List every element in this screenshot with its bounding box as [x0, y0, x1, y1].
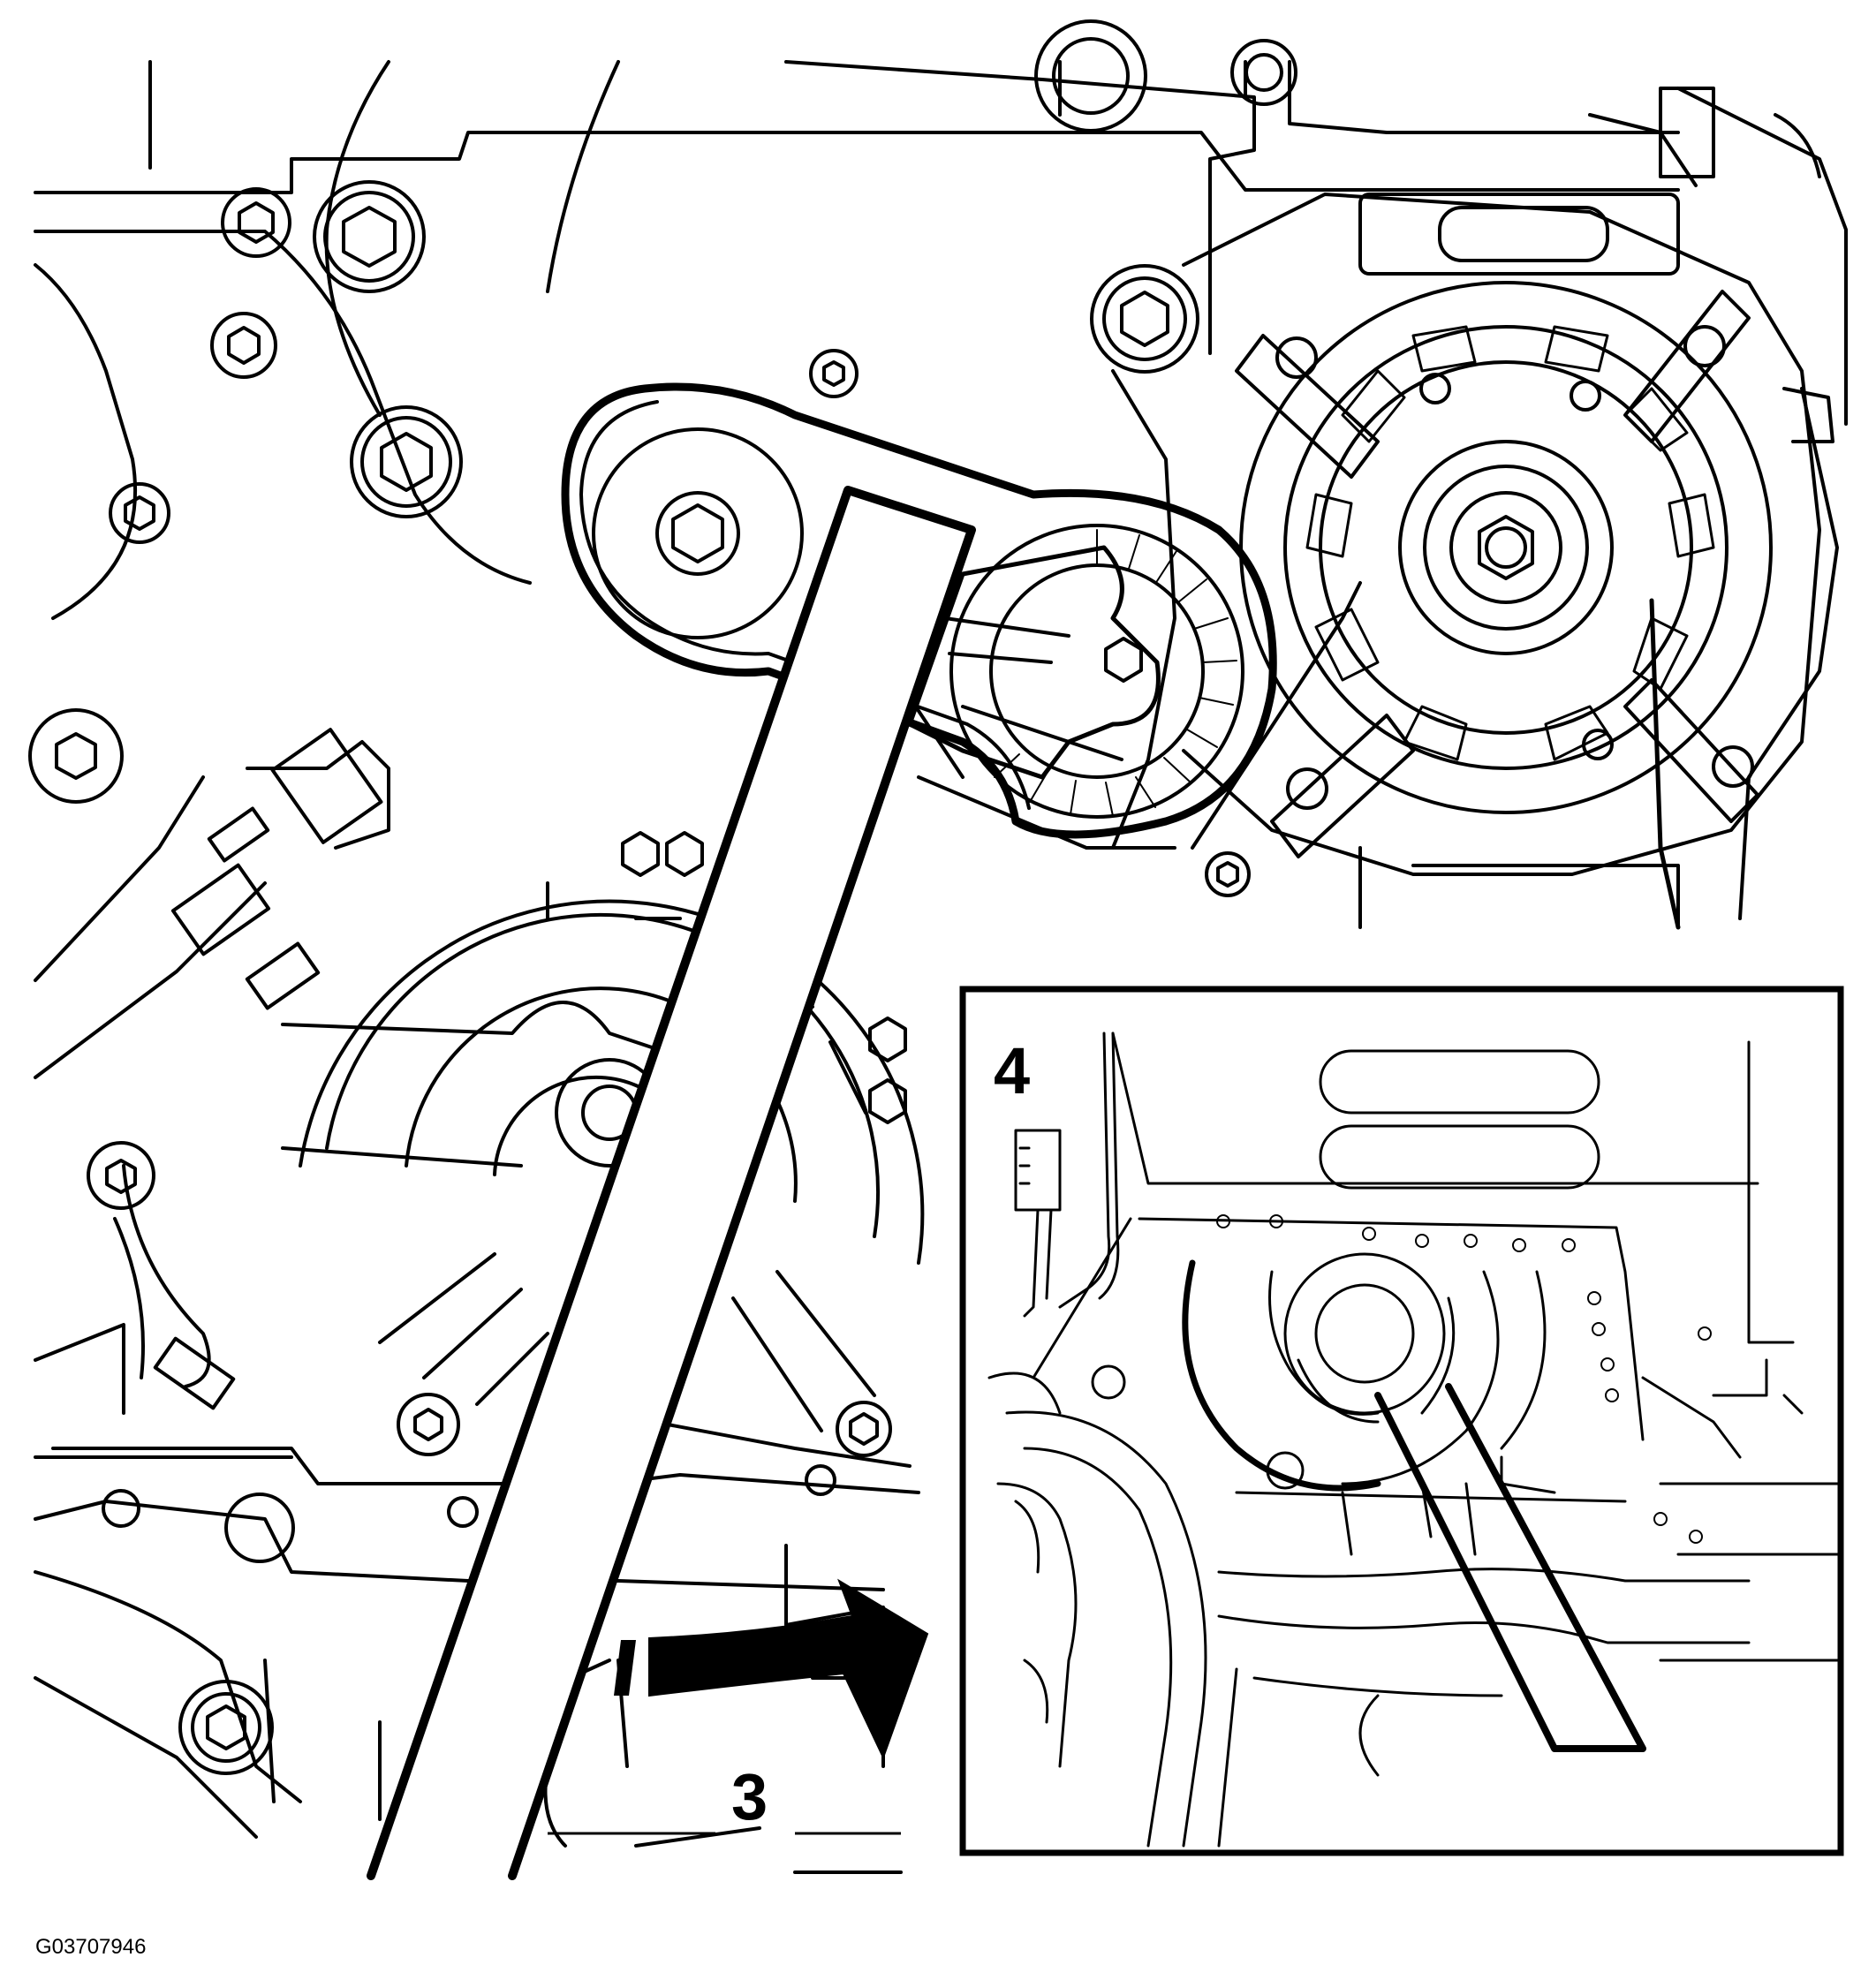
bolt: [221, 187, 291, 258]
bolt: [109, 482, 170, 544]
bolt: [1205, 851, 1251, 897]
tensioner-assembly: [561, 382, 1277, 839]
bolt: [1034, 19, 1147, 132]
bolt: [102, 1464, 836, 1528]
bolt: [809, 349, 859, 398]
inset-detail-view: 4: [959, 986, 1844, 1856]
bolt: [210, 312, 277, 379]
callout-3-label: 3: [731, 1760, 768, 1833]
bolt: [28, 708, 124, 804]
callout-3: 3: [548, 1760, 901, 1835]
callout-4-label: 4: [994, 1034, 1030, 1107]
sensor-bracket: [122, 728, 390, 1410]
drive-belt: [561, 382, 1277, 839]
bolt: [224, 1493, 295, 1563]
bolt: [836, 1401, 892, 1457]
rotation-arrow-icon: [614, 1578, 929, 1760]
bolt: [350, 405, 463, 518]
alternator-cooling-fins: [1305, 325, 1715, 761]
breaker-bar: [367, 486, 976, 1880]
idler-pulley: [592, 427, 804, 639]
bolt: [1090, 264, 1199, 374]
figure-id: G03707946: [35, 1935, 146, 1959]
bolt: [1230, 39, 1297, 106]
bolt: [313, 180, 426, 293]
inset-rivet-holes: [1216, 1214, 1712, 1544]
alternator: [1182, 87, 1834, 930]
bolt: [621, 831, 704, 877]
bolt: [397, 1393, 460, 1456]
alternator-mount-bolts: [1235, 290, 1759, 858]
drive-belt-inner: [579, 400, 1031, 810]
bolt: [178, 1680, 274, 1775]
engine-front-view: [28, 19, 1848, 1874]
bolt: [87, 1141, 155, 1210]
pulley-ribs: [994, 529, 1237, 817]
